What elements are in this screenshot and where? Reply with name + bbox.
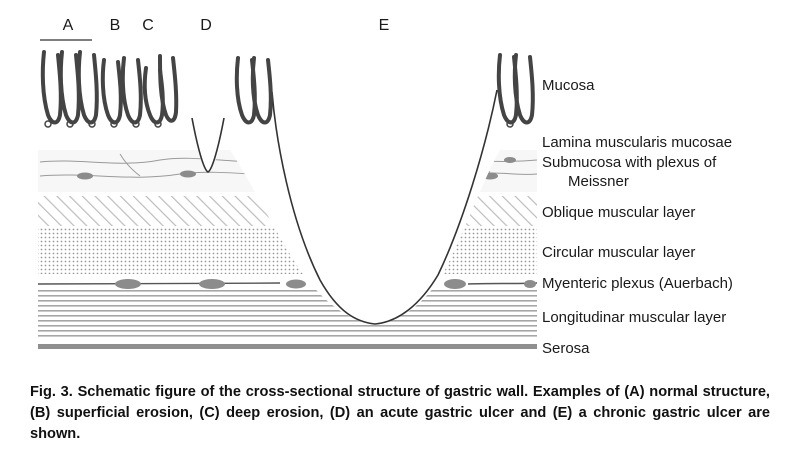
label-C: C [142, 17, 154, 34]
gastric-fold [58, 50, 81, 125]
gland-pit [132, 120, 140, 128]
auerbach-plexus-node [286, 279, 306, 289]
gland-pit [154, 120, 162, 128]
gastric-fold [100, 58, 123, 125]
layer-label-serosa: Serosa [542, 340, 590, 357]
gastric-fold [512, 53, 535, 125]
layer-label-longitudinal: Longitudinar muscular layer [542, 309, 726, 326]
auerbach-plexus-node [524, 280, 536, 288]
figure-caption: Fig. 3. Schematic figure of the cross-se… [30, 384, 770, 442]
gland-pit [44, 120, 52, 128]
gastric-fold [40, 50, 63, 125]
gastric-fold [158, 54, 179, 123]
gastric-wall-diagram: A B C D E Mucosa Lamina muscularis mucos… [37, 17, 733, 357]
meissner-plexus-node [482, 172, 498, 180]
auerbach-plexus-node [199, 279, 225, 289]
longitudinal-muscle-band [38, 290, 537, 338]
layer-label-circular: Circular muscular layer [542, 244, 695, 261]
meissner-plexus-node [180, 170, 196, 178]
myenteric-plexus [37, 279, 538, 289]
layer-label-meissner: Meissner [568, 173, 629, 190]
mucosal-folds [40, 50, 535, 128]
label-D: D [200, 17, 212, 34]
lamina-muscularis-band [38, 134, 538, 148]
auerbach-plexus-node [444, 279, 466, 289]
layer-label-lamina-muscularis: Lamina muscularis mucosae [542, 134, 732, 151]
gastric-fold [250, 56, 273, 125]
gland-pit [66, 120, 74, 128]
submucosa-fiber [119, 153, 141, 177]
wall-layers [38, 134, 538, 349]
layer-label-myenteric: Myenteric plexus (Auerbach) [542, 275, 733, 292]
gland-pit [110, 120, 118, 128]
circular-muscle-band [38, 228, 537, 274]
label-A: A [63, 17, 74, 34]
chronic-ulcer-outline [271, 89, 498, 325]
layer-label-submucosa: Submucosa with plexus of [542, 154, 717, 171]
meissner-plexus-node [504, 157, 516, 163]
layer-label-oblique: Oblique muscular layer [542, 204, 695, 221]
label-E: E [379, 17, 390, 34]
gland-pit [506, 120, 514, 128]
gastric-fold [76, 50, 99, 125]
meissner-plexus-node [77, 172, 93, 180]
gastric-fold [120, 56, 143, 125]
auerbach-plexus-node [115, 279, 141, 289]
serosa-band [38, 344, 537, 349]
layer-label-mucosa: Mucosa [542, 77, 595, 94]
label-B: B [110, 17, 121, 34]
acute-ulcer-outline [191, 117, 225, 173]
gland-pit [88, 120, 96, 128]
